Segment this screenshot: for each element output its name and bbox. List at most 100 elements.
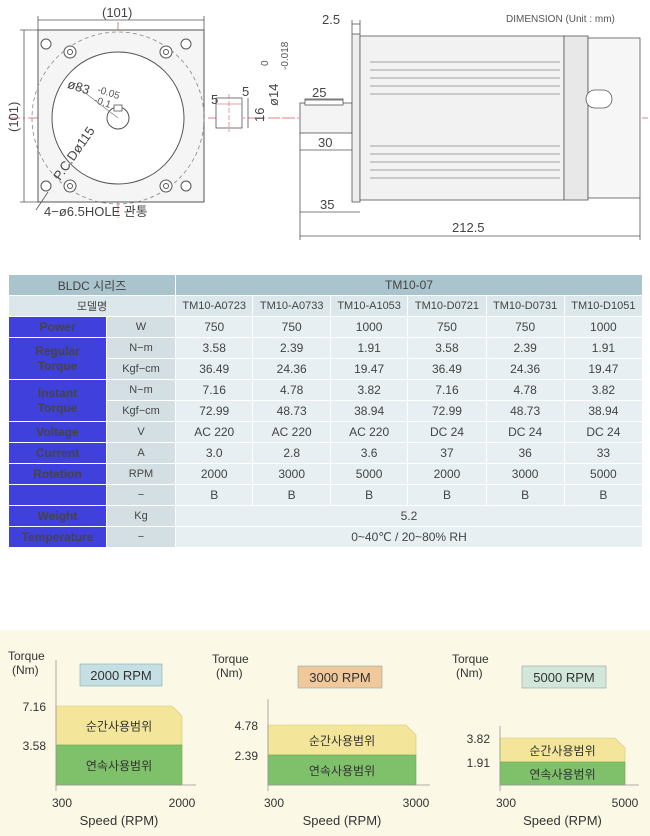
- value-cell: 5.2: [176, 506, 642, 526]
- value-cell: AC 220: [330, 422, 408, 442]
- continuous-label: 연속사용범위: [309, 764, 375, 778]
- value-cell: B: [176, 485, 253, 505]
- chart-title-box: [297, 665, 383, 689]
- model-name: TM10-D1051: [564, 296, 642, 316]
- y-tick-label: 3.82: [467, 732, 491, 746]
- row-label-regular-torque: Regular Torque: [9, 338, 106, 379]
- x-tick-label: 300: [52, 796, 72, 810]
- value-cell: 750: [253, 317, 330, 337]
- flange-thk: 2.5: [322, 12, 340, 27]
- unit-cell: −: [107, 485, 175, 505]
- value-cell: 3.58: [176, 338, 253, 358]
- chart-title: 3000 RPM: [309, 670, 370, 685]
- mount-holes: [40, 38, 192, 193]
- front-top-width: (101): [102, 5, 132, 20]
- pilot-tol-lower: -0.1: [92, 95, 112, 111]
- y-tick-label: 1.91: [467, 756, 491, 770]
- value-cell: DC 24: [408, 422, 486, 442]
- value-cell: 3.0: [176, 443, 253, 463]
- value-cell: 2.8: [253, 443, 330, 463]
- y-tick-label: 3.58: [23, 739, 47, 753]
- table-row: Voltage V AC 220 AC 220 AC 220 DC 24 DC …: [9, 422, 642, 442]
- value-cell: AC 220: [253, 422, 330, 442]
- row-label-line: Torque: [37, 400, 78, 415]
- unit-cell: N−m: [107, 338, 175, 358]
- value-cell: 2.39: [486, 338, 564, 358]
- value-cell: 2.39: [253, 338, 330, 358]
- overall-len: 212.5: [452, 220, 485, 235]
- value-cell: 3.82: [564, 380, 642, 400]
- model-label: 모델명: [9, 296, 175, 316]
- value-cell: DC 24: [486, 422, 564, 442]
- table-row: Instant Torque N−m 7.16 4.78 3.82 7.16 4…: [9, 380, 642, 421]
- y-axis-label: (Nm): [12, 663, 39, 677]
- instant-label: 순간사용범위: [529, 744, 595, 758]
- table-row: 모델명 TM10-A0723 TM10-A0733 TM10-A1053 TM1…: [9, 296, 642, 316]
- y-axis-label: Torque: [452, 652, 489, 666]
- x-tick-label: 2000: [169, 796, 196, 810]
- unit-cell: N−m: [107, 380, 175, 400]
- table-row: Kgf−cm 72.99 48.73 38.94 72.99 48.73 38.…: [9, 401, 642, 421]
- model-name: TM10-A0733: [253, 296, 330, 316]
- y-axis-label: Torque: [8, 649, 45, 663]
- table-row: Rotation RPM 2000 3000 5000 2000 3000 50…: [9, 464, 642, 484]
- row-label: Voltage: [9, 422, 106, 442]
- value-cell: 3.82: [330, 380, 408, 400]
- value-cell: B: [564, 485, 642, 505]
- table-row: − B B B B B B: [9, 485, 642, 505]
- table-row: Power W 750 750 1000 750 750 1000: [9, 317, 642, 337]
- unit-cell: Kg: [107, 506, 175, 526]
- shaft-len: 30: [318, 135, 332, 150]
- value-cell: 1.91: [330, 338, 408, 358]
- value-cell: 3000: [486, 464, 564, 484]
- chart-title-box: [79, 663, 163, 687]
- x-axis-label: Speed (RPM): [80, 813, 159, 828]
- key-len: 25: [312, 85, 326, 100]
- y-axis-label: (Nm): [216, 666, 243, 680]
- unit-cell: W: [107, 317, 175, 337]
- value-cell: 750: [408, 317, 486, 337]
- shaft-flat: 16: [252, 108, 267, 122]
- continuous-label: 연속사용범위: [529, 768, 595, 782]
- value-cell: B: [253, 485, 330, 505]
- chart-title: 5000 RPM: [533, 670, 594, 685]
- y-tick-label: 7.16: [23, 700, 47, 714]
- side-view: 2.5 ø14 0 -0.018 25 30 35 212.5: [260, 12, 648, 240]
- value-cell: 4.78: [253, 380, 330, 400]
- table-row: Temperature − 0~40℃ / 20~80% RH: [9, 527, 642, 547]
- row-label-instant-torque: Instant Torque: [9, 380, 106, 421]
- y-tick-label: 4.78: [235, 719, 259, 733]
- unit-cell: −: [107, 527, 175, 547]
- value-cell: 37: [408, 443, 486, 463]
- continuous-label: 연속사용범위: [86, 759, 152, 773]
- unit-note: DIMENSION (Unit : mm): [506, 14, 615, 25]
- table-row: Kgf−cm 36.49 24.36 19.47 36.49 24.36 19.…: [9, 359, 642, 379]
- continuous-region: [55, 744, 183, 786]
- y-axis-label: (Nm): [456, 666, 483, 680]
- value-cell: 750: [486, 317, 564, 337]
- shaft-tol-lower: -0.018: [280, 41, 291, 70]
- row-label-line: Instant: [37, 385, 78, 400]
- value-cell: 36: [486, 443, 564, 463]
- unit-cell: A: [107, 443, 175, 463]
- value-cell: 3.58: [408, 338, 486, 358]
- value-cell: 2000: [408, 464, 486, 484]
- value-cell: DC 24: [564, 422, 642, 442]
- value-cell: B: [408, 485, 486, 505]
- table-row: BLDC 시리즈 TM10-07: [9, 275, 642, 295]
- instant-label: 순간사용범위: [309, 734, 375, 748]
- row-label: [9, 485, 106, 505]
- hole-note: 4−ø6.5HOLE 관통: [44, 204, 148, 219]
- value-cell: B: [330, 485, 408, 505]
- series-label: BLDC 시리즈: [9, 275, 175, 295]
- x-tick-label: 3000: [403, 796, 430, 810]
- value-cell: 48.73: [253, 401, 330, 421]
- value-cell: 19.47: [330, 359, 408, 379]
- row-label: Current: [9, 443, 106, 463]
- spec-table: BLDC 시리즈 TM10-07 모델명 TM10-A0723 TM10-A07…: [8, 274, 643, 548]
- model-name: TM10-A0723: [176, 296, 253, 316]
